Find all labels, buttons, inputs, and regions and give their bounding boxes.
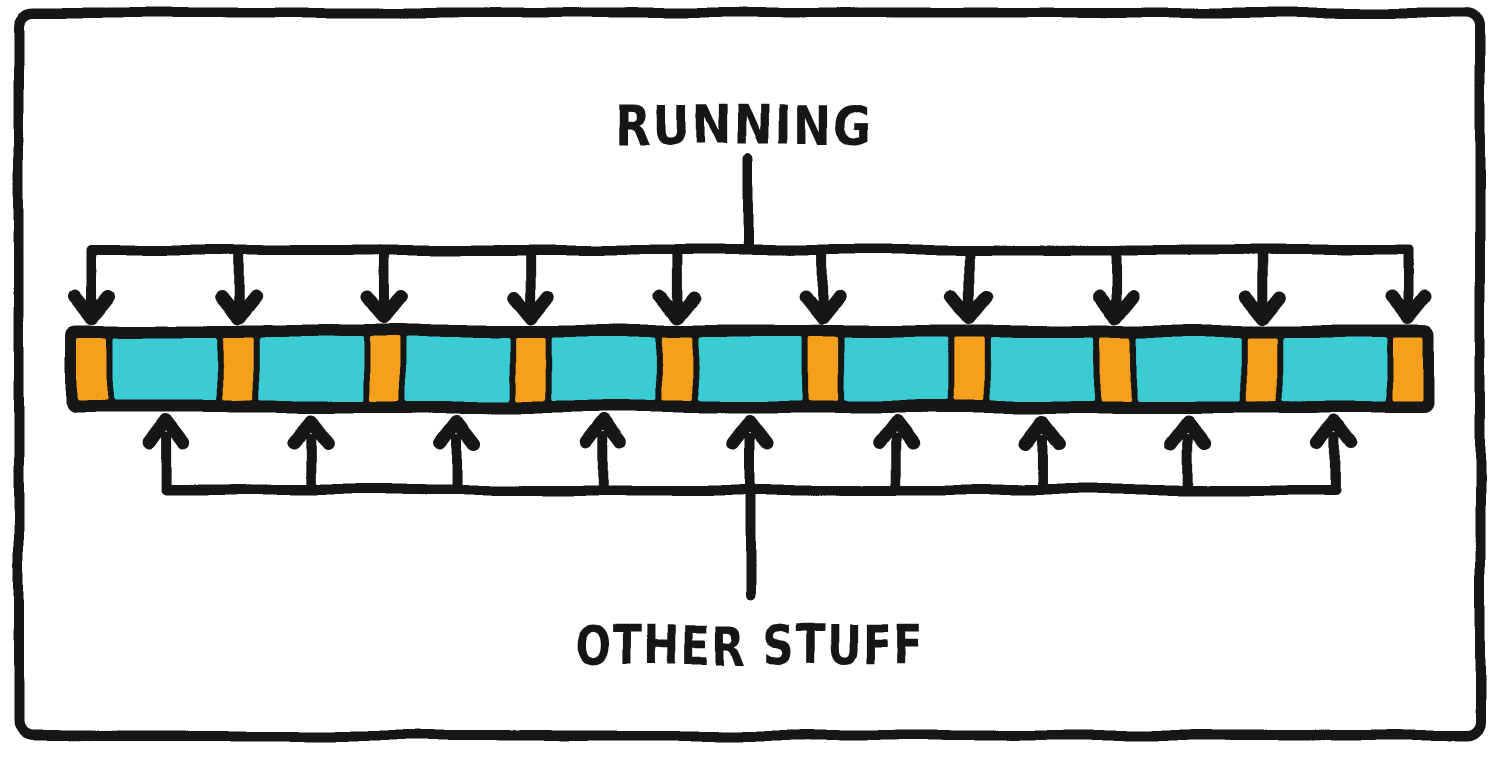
other-slice bbox=[551, 337, 656, 401]
up-arrowhead-icon bbox=[872, 414, 920, 450]
other-slice bbox=[405, 337, 510, 401]
up-arrowhead-icon bbox=[726, 414, 774, 450]
up-arrowhead-icon bbox=[434, 414, 482, 450]
other-slice bbox=[1282, 337, 1387, 401]
down-arrowhead-icon bbox=[1092, 290, 1140, 325]
running-slice bbox=[661, 337, 692, 401]
running-slice bbox=[223, 337, 254, 401]
other-slice bbox=[844, 337, 949, 401]
up-arrowhead-icon bbox=[1018, 414, 1066, 450]
running-slice bbox=[808, 337, 839, 401]
running-arrows bbox=[68, 153, 1432, 325]
running-slice bbox=[1246, 337, 1277, 401]
running-slice bbox=[369, 337, 400, 401]
running-slice bbox=[1393, 337, 1423, 401]
running-slice bbox=[77, 337, 107, 401]
running-slice bbox=[515, 337, 546, 401]
other-slice bbox=[1136, 337, 1241, 401]
down-arrowhead-icon bbox=[68, 290, 116, 325]
down-arrowhead-icon bbox=[1238, 290, 1286, 325]
up-arrowhead-icon bbox=[141, 414, 189, 450]
other-stuff-arrows bbox=[141, 414, 1359, 599]
down-arrowhead-icon bbox=[214, 290, 262, 325]
running-slice bbox=[1100, 337, 1131, 401]
other-slice bbox=[990, 337, 1095, 401]
other-slice bbox=[113, 337, 218, 401]
other-slice bbox=[259, 337, 364, 401]
up-arrowhead-icon bbox=[1165, 414, 1213, 450]
down-arrowhead-icon bbox=[360, 290, 408, 325]
up-arrowhead-icon bbox=[1311, 414, 1359, 450]
outer-frame bbox=[14, 8, 1485, 741]
down-arrowhead-icon bbox=[507, 290, 555, 325]
other-slice bbox=[697, 337, 803, 401]
other-stuff-label: OTHER STUFF bbox=[576, 614, 924, 677]
up-arrowhead-icon bbox=[287, 414, 335, 450]
running-slice bbox=[954, 337, 985, 401]
timeline-bar bbox=[66, 325, 1434, 413]
down-arrowhead-icon bbox=[799, 290, 847, 325]
down-arrowhead-icon bbox=[945, 290, 993, 325]
down-arrowhead-icon bbox=[653, 290, 701, 325]
down-arrowhead-icon bbox=[1384, 290, 1432, 325]
up-arrowhead-icon bbox=[580, 414, 628, 450]
running-label: RUNNING bbox=[615, 94, 873, 157]
